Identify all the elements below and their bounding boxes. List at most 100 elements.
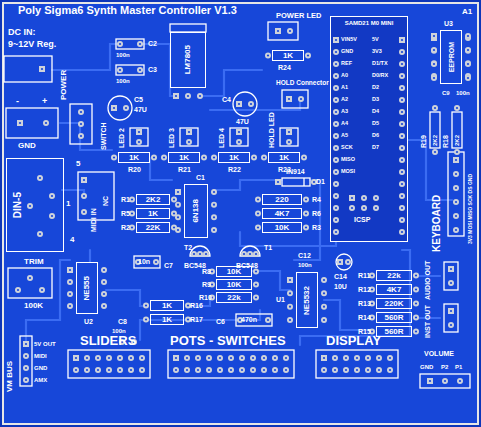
silkscreen-label: 3V3 MOSI MISO SCK DS GND bbox=[468, 174, 473, 244]
pcb-circle bbox=[401, 99, 403, 101]
silkscreen-label: GND bbox=[420, 364, 433, 370]
pcb-circle bbox=[365, 355, 371, 361]
pcb-rect bbox=[349, 195, 355, 201]
pcb-circle bbox=[17, 289, 19, 291]
silkscreen-label: HOLD LED bbox=[268, 112, 275, 148]
pcb-circle bbox=[83, 211, 85, 213]
pcb-rect bbox=[173, 93, 179, 99]
pcb-circle bbox=[354, 367, 360, 373]
silkscreen-label: R6 bbox=[312, 210, 321, 217]
pcb-rect bbox=[452, 112, 462, 148]
pcb-rect bbox=[173, 355, 179, 361]
pcb-circle bbox=[413, 301, 419, 307]
silkscreen-label: MIDI IN bbox=[90, 208, 97, 232]
pcb-circle bbox=[303, 197, 309, 203]
pcb-circle bbox=[387, 367, 393, 373]
pcb-rect bbox=[134, 256, 160, 268]
pcb-circle bbox=[399, 217, 405, 223]
pcb-circle bbox=[73, 367, 79, 373]
component-outline: NE5532 bbox=[296, 272, 318, 328]
pcb-circle bbox=[67, 279, 73, 285]
pcb-circle bbox=[376, 355, 382, 361]
pcb-path bbox=[240, 246, 260, 256]
pcb-circle bbox=[239, 367, 245, 373]
pcb-circle bbox=[177, 204, 179, 206]
silkscreen-label: 9~12V Reg. bbox=[8, 40, 56, 49]
silkscreen-label: R22 bbox=[228, 166, 241, 173]
pcb-circle bbox=[108, 369, 110, 371]
component-outline: DIN-5 bbox=[6, 158, 64, 252]
pcb-circle bbox=[128, 355, 134, 361]
resistor-body: 1K bbox=[168, 152, 200, 163]
part-value: LM7805 bbox=[184, 45, 192, 74]
pcb-circle bbox=[261, 155, 267, 161]
pcb-circle bbox=[203, 156, 205, 158]
pcb-circle bbox=[125, 107, 127, 109]
pcb-circle bbox=[143, 303, 149, 309]
pcb-circle bbox=[333, 85, 339, 91]
pcb-rect bbox=[444, 304, 458, 332]
pcb-circle bbox=[376, 367, 382, 373]
pcb-circle bbox=[186, 357, 188, 359]
pcb-circle bbox=[25, 367, 27, 369]
resistor-body: 10K bbox=[216, 279, 252, 290]
pcb-circle bbox=[274, 369, 276, 371]
resistor-body: 560R bbox=[376, 326, 412, 337]
pcb-circle bbox=[138, 131, 140, 133]
pcb-circle bbox=[177, 191, 179, 193]
pcb-circle bbox=[399, 229, 405, 235]
pcb-circle bbox=[351, 197, 353, 199]
pcb-circle bbox=[333, 205, 339, 211]
pcb-circle bbox=[431, 75, 437, 81]
pcb-circle bbox=[217, 367, 223, 373]
silkscreen-label: 5 bbox=[76, 160, 80, 168]
pcb-circle bbox=[465, 75, 471, 81]
silkscreen-label: BC548 bbox=[236, 262, 258, 269]
pcb-circle bbox=[250, 103, 252, 105]
pcb-circle bbox=[333, 97, 339, 103]
pcb-circle bbox=[41, 68, 43, 70]
pcb-circle bbox=[399, 133, 405, 139]
part-value: 1K bbox=[148, 210, 158, 218]
silkscreen-label: 470n bbox=[241, 316, 257, 323]
pcb-circle bbox=[305, 226, 307, 228]
pin-name: A1 bbox=[341, 85, 348, 91]
pcb-circle bbox=[399, 205, 405, 211]
pcb-circle bbox=[399, 109, 405, 115]
part-value: 560R bbox=[384, 314, 403, 322]
pcb-circle bbox=[335, 147, 337, 149]
pcb-circle bbox=[323, 292, 325, 294]
pcb-circle bbox=[145, 304, 147, 306]
pcb-circle bbox=[287, 304, 293, 310]
pcb-rect bbox=[111, 105, 117, 111]
part-value: 1K bbox=[279, 154, 289, 162]
pcb-circle bbox=[277, 30, 279, 32]
pcb-circle bbox=[457, 378, 463, 384]
pcb-circle bbox=[230, 357, 232, 359]
pcb-circle bbox=[389, 357, 391, 359]
pcb-circle bbox=[433, 35, 435, 37]
silkscreen-label: BC548 bbox=[184, 262, 206, 269]
pcb-circle bbox=[371, 316, 373, 318]
silkscreen-label: R10 bbox=[199, 294, 212, 301]
pcb-circle bbox=[81, 209, 87, 215]
pcb-circle bbox=[29, 277, 31, 279]
pcb-circle bbox=[356, 369, 358, 371]
pcb-rect bbox=[116, 65, 144, 75]
pcb-rect bbox=[448, 266, 454, 272]
pcb-circle bbox=[415, 302, 417, 304]
pcb-circle bbox=[84, 355, 90, 361]
pcb-circle bbox=[23, 365, 29, 371]
pcb-circle bbox=[195, 355, 201, 361]
pcb-circle bbox=[413, 315, 419, 321]
pcb-circle bbox=[371, 302, 373, 304]
silkscreen-label: D1 bbox=[316, 178, 325, 185]
pcb-circle bbox=[387, 355, 393, 361]
pcb-circle bbox=[241, 357, 243, 359]
silkscreen-label: POWER LED bbox=[276, 12, 321, 20]
silkscreen-label: R18 bbox=[442, 135, 449, 148]
silkscreen-label: INST OUT bbox=[424, 305, 431, 338]
pcb-circle bbox=[415, 330, 417, 332]
pcb-rect bbox=[230, 128, 248, 146]
